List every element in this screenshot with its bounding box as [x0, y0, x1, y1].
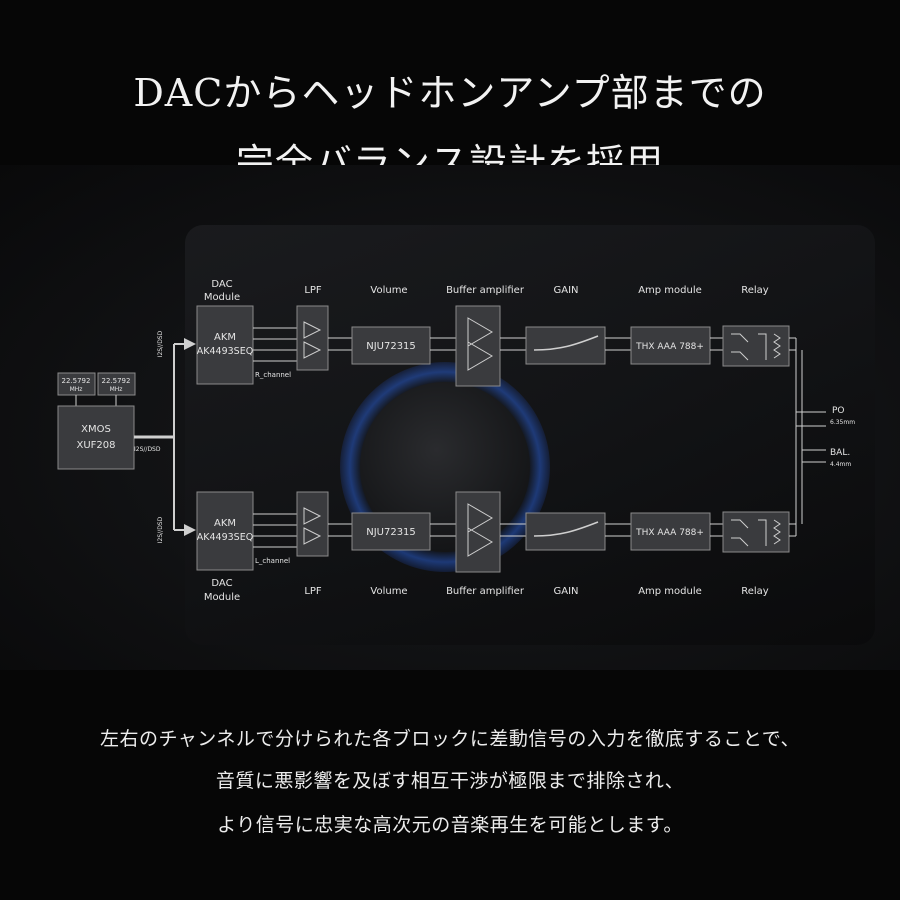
xmos-model: XUF208	[76, 440, 115, 451]
i2s-bottom-label: I2S//DSD	[157, 516, 164, 543]
clock-1-unit: MHz	[70, 386, 83, 393]
output-po-size: 6.35mm	[830, 419, 855, 426]
volume-block-bottom	[351, 512, 431, 551]
dac-bottom-channel: L_channel	[255, 557, 290, 565]
relay-block-top	[722, 325, 790, 367]
label-dac-bottom-2: Module	[204, 592, 240, 603]
dac-top-model: AK4493SEQ	[197, 346, 253, 357]
xmos-block	[57, 405, 135, 470]
label-dac-bottom-1: DAC	[211, 578, 232, 589]
label-dac-top-1: DAC	[211, 279, 232, 290]
dac-top-vendor: AKM	[214, 332, 236, 343]
label-lpf-top: LPF	[304, 285, 322, 296]
buffer-block-top	[455, 305, 501, 387]
dac-block-bottom	[196, 491, 254, 571]
amp-top-model: THX AAA 788+	[635, 342, 704, 352]
label-volume-bottom: Volume	[370, 586, 407, 597]
amp-block-bottom	[630, 512, 711, 551]
label-relay-top: Relay	[741, 285, 769, 296]
label-gain-top: GAIN	[553, 285, 578, 296]
label-amp-top: Amp module	[638, 285, 702, 296]
output-po-label: PO	[832, 406, 845, 416]
xmos-name: XMOS	[81, 424, 111, 435]
volume-top-model: NJU72315	[366, 341, 416, 352]
relay-block-bottom	[722, 511, 790, 553]
i2s-top-label: I2S//DSD	[157, 330, 164, 357]
volume-block-top	[351, 326, 431, 365]
label-amp-bottom: Amp module	[638, 586, 702, 597]
dac-bottom-vendor: AKM	[214, 518, 236, 529]
body-line-1: 左右のチャンネルで分けられた各ブロックに差動信号の入力を徹底することで、	[99, 728, 801, 750]
amp-block-top	[630, 326, 711, 365]
buffer-block-bottom	[455, 491, 501, 573]
gain-block-top	[525, 326, 606, 365]
label-dac-top-2: Module	[204, 292, 240, 303]
gain-block-bottom	[525, 512, 606, 551]
clock-1-freq: 22.5792	[62, 377, 91, 385]
i2s-main-label: I2S//DSD	[134, 446, 161, 453]
output-bal-size: 4.4mm	[830, 461, 851, 468]
label-volume-top: Volume	[370, 285, 407, 296]
body-line-2: 音質に悪影響を及ぼす相互干渉が極限まで排除され、	[215, 770, 685, 792]
label-gain-bottom: GAIN	[553, 586, 578, 597]
dac-top-channel: R_channel	[255, 371, 291, 379]
body-line-3: より信号に忠実な高次元の音楽再生を可能とします。	[217, 814, 683, 836]
label-lpf-bottom: LPF	[304, 586, 322, 597]
amp-bottom-model: THX AAA 788+	[635, 528, 704, 538]
dac-bottom-model: AK4493SEQ	[197, 532, 253, 543]
lpf-block-top	[296, 305, 329, 371]
clock-2-unit: MHz	[110, 386, 123, 393]
volume-bottom-model: NJU72315	[366, 527, 416, 538]
label-buffer-top: Buffer amplifier	[446, 285, 525, 296]
output-bal-label: BAL.	[830, 448, 850, 458]
label-relay-bottom: Relay	[741, 586, 769, 597]
dac-block-top	[196, 305, 254, 385]
label-buffer-bottom: Buffer amplifier	[446, 586, 525, 597]
headline-line-1: DACからヘッドホンアンプ部までの	[133, 71, 767, 115]
lpf-block-bottom	[296, 491, 329, 557]
clock-2-freq: 22.5792	[102, 377, 131, 385]
